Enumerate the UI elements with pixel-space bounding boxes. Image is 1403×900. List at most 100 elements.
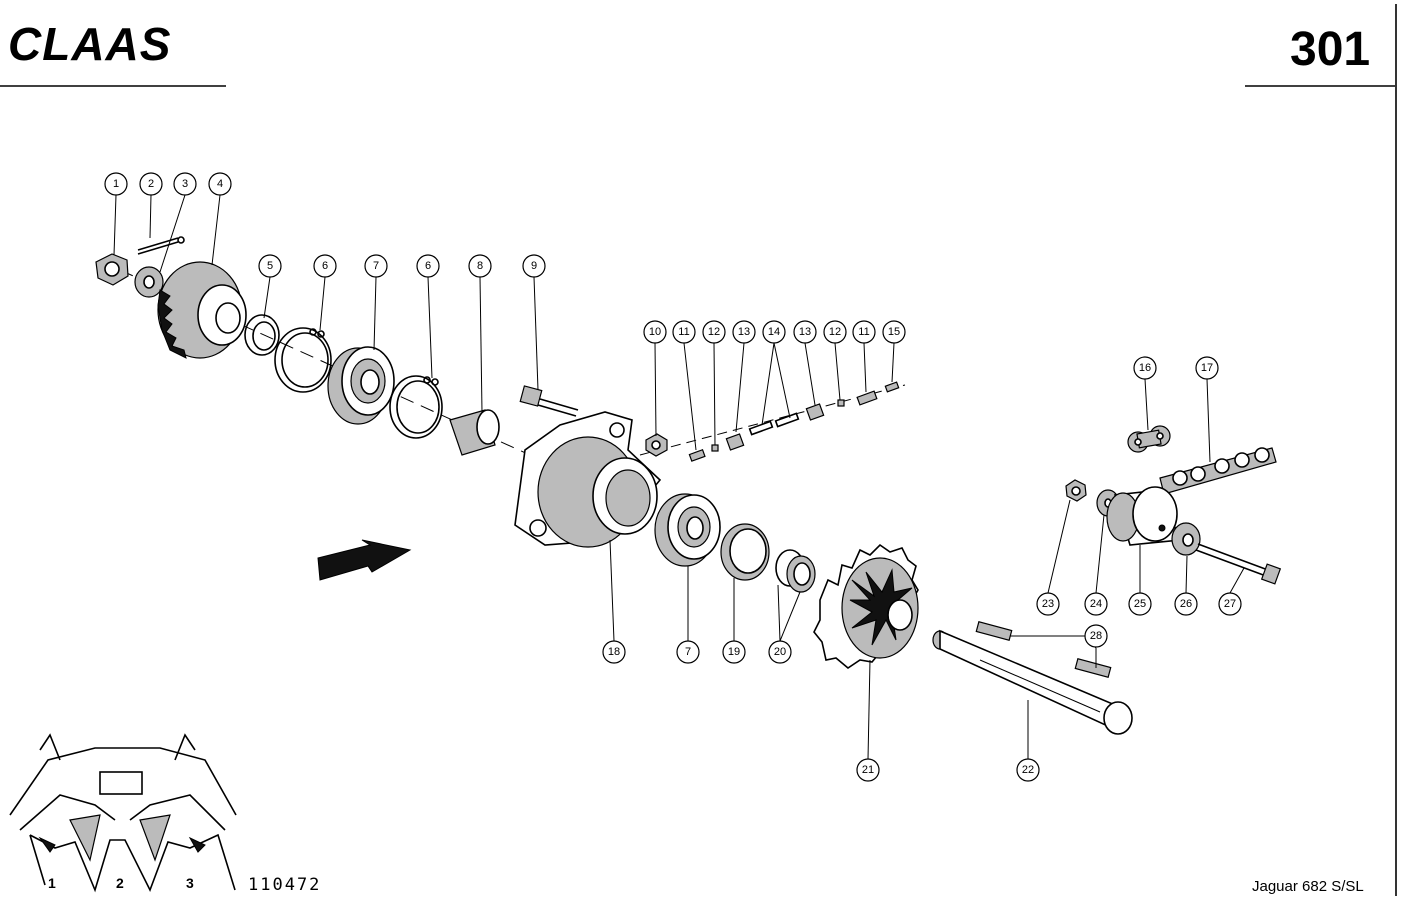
callout-11b: 11 bbox=[852, 320, 876, 344]
callout-7a: 7 bbox=[364, 254, 388, 278]
callout-1: 1 bbox=[104, 172, 128, 196]
svg-text:28: 28 bbox=[1090, 630, 1102, 642]
part-shaft bbox=[932, 629, 1133, 735]
svg-text:11: 11 bbox=[678, 326, 689, 338]
svg-text:15: 15 bbox=[888, 326, 900, 338]
callout-11a: 11 bbox=[672, 320, 696, 344]
locator-position-2: 2 bbox=[116, 875, 124, 891]
callout-6b: 6 bbox=[416, 254, 440, 278]
part-ring bbox=[244, 314, 280, 356]
drawing-number: 110472 bbox=[248, 875, 321, 895]
callout-21: 21 bbox=[856, 758, 880, 782]
svg-text:17: 17 bbox=[1201, 362, 1213, 374]
callout-2: 2 bbox=[139, 172, 163, 196]
callout-26: 26 bbox=[1174, 592, 1198, 616]
callout-3: 3 bbox=[173, 172, 197, 196]
callout-22: 22 bbox=[1016, 758, 1040, 782]
part-seal-ring bbox=[720, 523, 770, 581]
svg-text:14: 14 bbox=[768, 326, 780, 338]
svg-text:4: 4 bbox=[217, 178, 223, 190]
callout-20: 20 bbox=[768, 640, 792, 664]
part-bearing-2 bbox=[654, 493, 721, 567]
part-circlip-1 bbox=[274, 327, 332, 393]
svg-text:25: 25 bbox=[1134, 598, 1146, 610]
part-bolt bbox=[519, 385, 579, 417]
callout-27: 27 bbox=[1218, 592, 1242, 616]
locator-position-3: 3 bbox=[186, 875, 194, 891]
svg-text:24: 24 bbox=[1090, 598, 1102, 610]
callout-labels: 1 2 3 4 5 6 7 6 8 9 10 11 12 13 14 13 12… bbox=[104, 172, 1242, 782]
part-washer-3 bbox=[1171, 522, 1201, 556]
svg-text:20: 20 bbox=[774, 646, 786, 658]
callout-14: 14 bbox=[762, 320, 786, 344]
model-designation: Jaguar 682 S/SL bbox=[1252, 878, 1364, 895]
part-roller-chain bbox=[1159, 447, 1277, 495]
part-nut bbox=[645, 433, 668, 457]
callout-5: 5 bbox=[258, 254, 282, 278]
callout-7b: 7 bbox=[676, 640, 700, 664]
callout-9: 9 bbox=[522, 254, 546, 278]
svg-text:23: 23 bbox=[1042, 598, 1054, 610]
svg-text:27: 27 bbox=[1224, 598, 1236, 610]
callout-15: 15 bbox=[882, 320, 906, 344]
page-number: 301 bbox=[1290, 23, 1370, 76]
part-long-bolt bbox=[1195, 543, 1282, 585]
part-washer bbox=[134, 266, 164, 298]
svg-text:7: 7 bbox=[685, 646, 691, 658]
svg-text:6: 6 bbox=[425, 260, 431, 272]
callout-13a: 13 bbox=[732, 320, 756, 344]
part-castle-nut bbox=[95, 253, 129, 286]
svg-text:1: 1 bbox=[113, 178, 119, 190]
part-circlip-2 bbox=[389, 375, 443, 439]
part-bearing-1 bbox=[327, 346, 395, 425]
svg-text:19: 19 bbox=[728, 646, 740, 658]
svg-text:9: 9 bbox=[531, 260, 537, 272]
callout-6a: 6 bbox=[313, 254, 337, 278]
callout-10: 10 bbox=[643, 320, 667, 344]
svg-text:6: 6 bbox=[322, 260, 328, 272]
part-spacer-rings bbox=[775, 549, 816, 593]
part-tension-roller bbox=[1106, 486, 1182, 546]
svg-text:3: 3 bbox=[182, 178, 188, 190]
callout-12a: 12 bbox=[702, 320, 726, 344]
svg-text:12: 12 bbox=[829, 326, 841, 338]
part-bevel-gear bbox=[157, 261, 247, 359]
direction-arrow-icon bbox=[317, 539, 412, 581]
brand-logo: CLAAS bbox=[8, 18, 171, 70]
svg-text:18: 18 bbox=[608, 646, 620, 658]
callout-18: 18 bbox=[602, 640, 626, 664]
part-sleeve bbox=[449, 409, 500, 456]
svg-text:8: 8 bbox=[477, 260, 483, 272]
svg-text:10: 10 bbox=[649, 326, 661, 338]
callout-4: 4 bbox=[208, 172, 232, 196]
svg-text:13: 13 bbox=[799, 326, 811, 338]
svg-text:2: 2 bbox=[148, 178, 154, 190]
part-lock-nut bbox=[1065, 479, 1087, 502]
svg-text:7: 7 bbox=[373, 260, 379, 272]
callout-16: 16 bbox=[1133, 356, 1157, 380]
callout-25: 25 bbox=[1128, 592, 1152, 616]
locator-view-machine-header: 1 2 3 bbox=[9, 733, 237, 893]
svg-text:21: 21 bbox=[862, 764, 874, 776]
svg-text:13: 13 bbox=[738, 326, 750, 338]
locator-position-1: 1 bbox=[48, 875, 56, 891]
callout-28: 28 bbox=[1084, 624, 1108, 648]
part-small-pins bbox=[688, 381, 900, 462]
part-connecting-link bbox=[1127, 425, 1171, 453]
callout-23: 23 bbox=[1036, 592, 1060, 616]
svg-text:12: 12 bbox=[708, 326, 720, 338]
leader-lines bbox=[113, 194, 1245, 760]
svg-text:16: 16 bbox=[1139, 362, 1151, 374]
svg-text:22: 22 bbox=[1022, 764, 1034, 776]
svg-text:26: 26 bbox=[1180, 598, 1192, 610]
callout-24: 24 bbox=[1084, 592, 1108, 616]
callout-13b: 13 bbox=[793, 320, 817, 344]
svg-text:11: 11 bbox=[858, 326, 869, 338]
callout-17: 17 bbox=[1195, 356, 1219, 380]
callout-12b: 12 bbox=[823, 320, 847, 344]
part-feather-keys bbox=[975, 621, 1112, 678]
svg-text:5: 5 bbox=[267, 260, 273, 272]
part-sprocket-gear bbox=[813, 543, 919, 669]
callout-8: 8 bbox=[468, 254, 492, 278]
